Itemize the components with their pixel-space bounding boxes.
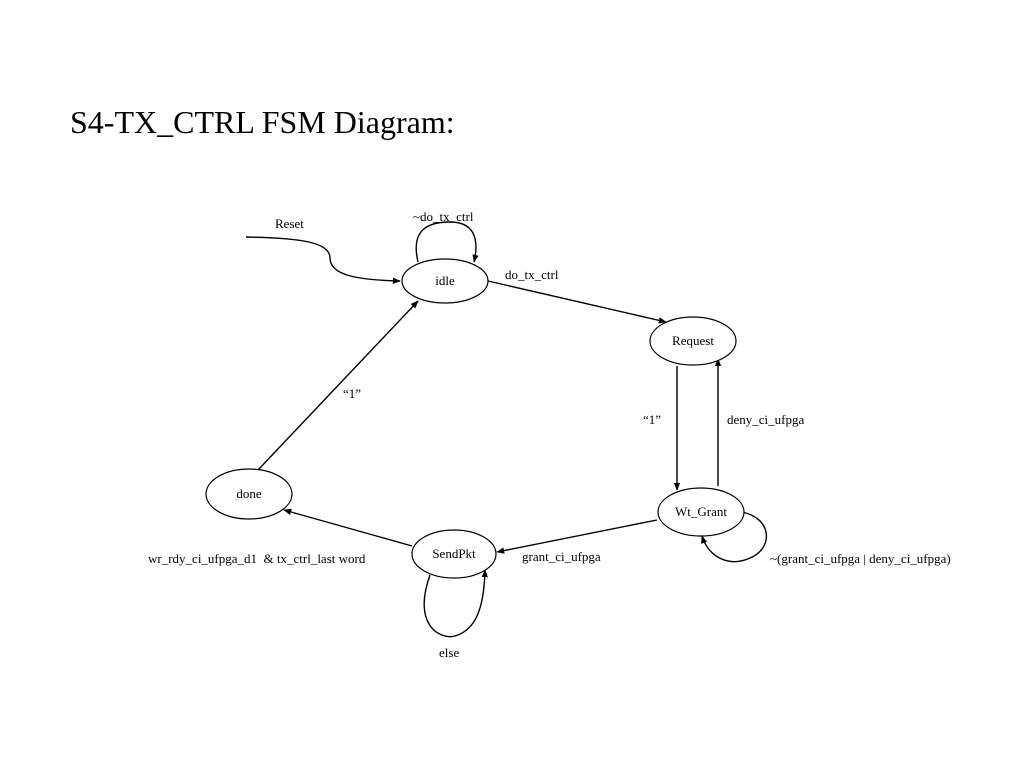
- sendpkt-to-done-arrow: [283, 508, 413, 547]
- done-to-idle-label: “1”: [343, 386, 361, 401]
- idle-to-request-arrow: [487, 280, 667, 324]
- state-idle: idle: [401, 258, 489, 304]
- reset-label: Reset: [275, 216, 304, 231]
- wt-grant-self-loop: [701, 511, 767, 563]
- sendpkt-self-label: else: [439, 645, 459, 660]
- state-wt-grant: Wt_Grant: [657, 487, 745, 537]
- sendpkt-self-loop: [423, 569, 489, 638]
- state-request: Request: [649, 316, 737, 366]
- state-done: done: [205, 468, 293, 520]
- diagram-title: S4-TX_CTRL FSM Diagram:: [70, 104, 455, 140]
- state-request-label: Request: [672, 333, 714, 348]
- sendpkt-to-done-label: wr_rdy_ci_ufpga_d1 & tx_ctrl_last word: [148, 551, 366, 566]
- wt-grant-to-request-label: deny_ci_ufpga: [727, 412, 804, 427]
- idle-self-loop: [415, 221, 479, 263]
- state-sendpkt-label: SendPkt: [432, 546, 476, 561]
- wt-grant-to-sendpkt-label: grant_ci_ufpga: [522, 549, 601, 564]
- state-sendpkt: SendPkt: [411, 529, 497, 579]
- request-to-wt-grant-label: “1”: [643, 412, 661, 427]
- state-idle-label: idle: [435, 273, 455, 288]
- wt-grant-to-sendpkt-arrow: [496, 519, 658, 554]
- state-done-label: done: [236, 486, 262, 501]
- wt-grant-self-label: ~(grant_ci_ufpga | deny_ci_ufpga): [770, 551, 951, 566]
- reset-arrow: [245, 236, 401, 285]
- idle-to-request-label: do_tx_ctrl: [505, 267, 559, 282]
- done-to-idle-arrow: [257, 300, 419, 471]
- idle-self-label: ~do_tx_ctrl: [413, 209, 474, 224]
- state-wt-grant-label: Wt_Grant: [675, 504, 727, 519]
